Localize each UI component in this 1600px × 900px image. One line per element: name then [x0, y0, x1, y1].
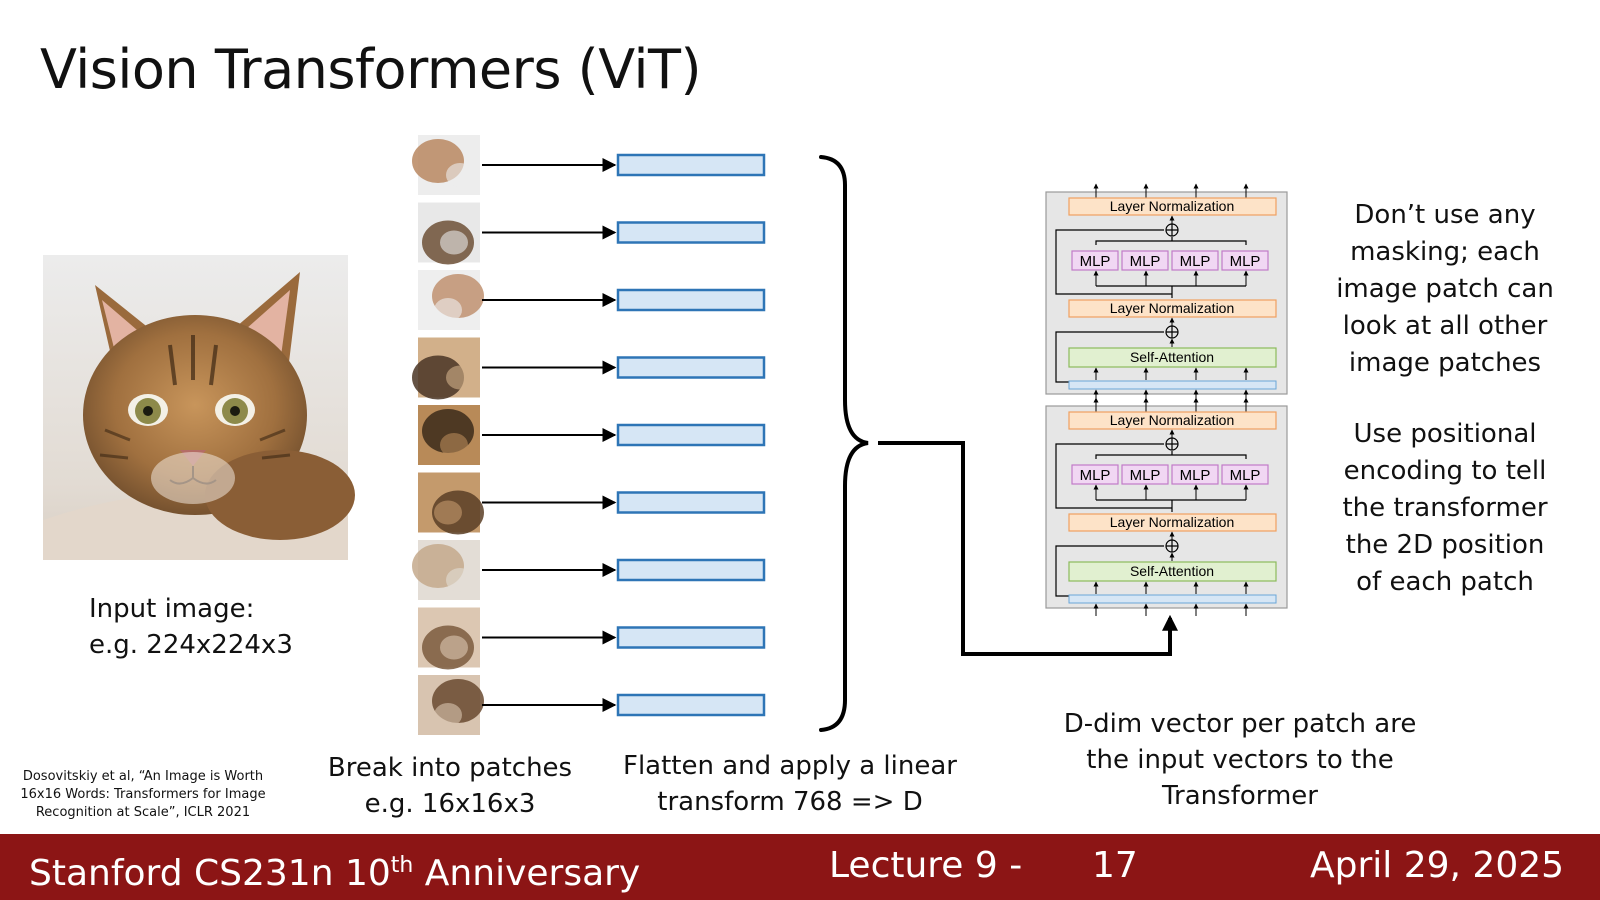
vector-caption-line: D-dim vector per patch are	[1063, 709, 1417, 739]
masking-note-line: Don’t use any	[1354, 200, 1536, 230]
slide-title: Vision Transformers (ViT)	[40, 38, 702, 101]
patch-vector	[616, 558, 766, 582]
patch-vector	[616, 693, 766, 717]
self-attention-label: Self-Attention	[1130, 349, 1214, 365]
mlp-box	[1221, 250, 1269, 271]
curly-brace	[819, 155, 869, 732]
mlp-label: MLP	[1230, 467, 1261, 484]
mlp-label: MLP	[1180, 467, 1211, 484]
mlp-box	[1221, 464, 1269, 485]
masking-note-line: masking; each	[1350, 237, 1540, 267]
image-patch	[418, 607, 480, 670]
patch-vector	[616, 491, 766, 514]
image-patch	[418, 472, 484, 535]
footer-course-rest: Anniversary	[413, 853, 641, 894]
positional-note-line: the transformer	[1342, 493, 1548, 523]
mlp-label: MLP	[1180, 253, 1211, 270]
flatten-caption-line: Flatten and apply a linear	[623, 751, 957, 781]
mlp-label: MLP	[1080, 467, 1111, 484]
vector-caption-line: the input vectors to the	[1086, 745, 1394, 775]
layer-norm-label: Layer Normalization	[1110, 514, 1235, 530]
patch-vector	[616, 356, 766, 379]
positional-note-line: Use positional	[1353, 419, 1537, 449]
citation: Dosovitskiy et al, “An Image is Worth 16…	[20, 769, 266, 820]
flatten-caption-line: transform 768 => D	[657, 787, 923, 817]
layer-norm-box	[1068, 513, 1277, 532]
masking-note-line: image patch can	[1336, 274, 1554, 304]
input-cat-image	[43, 255, 355, 560]
layer-norm-box	[1068, 411, 1277, 430]
image-patch	[418, 675, 484, 735]
self-attention-box	[1068, 561, 1277, 582]
masking-note-line: image patches	[1348, 348, 1542, 378]
layer-norm-label: Layer Normalization	[1110, 198, 1235, 214]
input-token-strip	[1068, 594, 1277, 604]
vector-caption-line: Transformer	[1161, 781, 1318, 811]
patches-caption-line: e.g. 16x16x3	[364, 789, 536, 819]
footer-course: Stanford CS231n 10th Anniversary	[29, 843, 640, 897]
input-token-strip	[1068, 380, 1277, 390]
mlp-box	[1071, 250, 1119, 271]
patch-vector	[616, 423, 766, 447]
mlp-label: MLP	[1230, 253, 1261, 270]
footer-course-sup: th	[390, 853, 414, 878]
mlp-box	[1171, 250, 1219, 271]
input-caption: Input image: e.g. 224x224x3	[89, 591, 293, 663]
patch-vectors	[482, 153, 766, 717]
masking-note: Don’t use any masking; each image patch …	[1320, 197, 1570, 382]
masking-note-line: look at all other	[1342, 311, 1548, 341]
patches-caption-line: Break into patches	[327, 753, 573, 783]
patch-vector	[616, 153, 766, 177]
patch-thumbnails	[412, 135, 484, 735]
footer-course-text: Stanford CS231n 10	[29, 853, 391, 894]
positional-note-line: the 2D position	[1345, 530, 1545, 560]
image-patch	[412, 337, 480, 400]
mlp-label: MLP	[1130, 467, 1161, 484]
vector-caption: D-dim vector per patch are the input vec…	[1050, 706, 1430, 814]
connector-arrow	[878, 441, 1178, 656]
image-patch	[418, 202, 480, 265]
patch-vector	[616, 221, 766, 244]
mlp-box	[1121, 464, 1169, 485]
image-patch	[412, 135, 480, 195]
mlp-box	[1171, 464, 1219, 485]
patches-caption: Break into patches e.g. 16x16x3	[310, 750, 590, 822]
image-patch	[418, 405, 480, 465]
layer-norm-label: Layer Normalization	[1110, 412, 1235, 428]
positional-note-line: of each patch	[1356, 567, 1534, 597]
layer-norm-box	[1068, 197, 1277, 216]
image-patch	[412, 540, 480, 600]
footer-date: April 29, 2025	[1310, 845, 1565, 886]
patch-vector	[616, 626, 766, 649]
positional-note-line: encoding to tell	[1343, 456, 1547, 486]
input-caption-line: Input image:	[89, 594, 255, 624]
footer-bar: Stanford CS231n 10th Anniversary Lecture…	[0, 834, 1600, 900]
layer-norm-box	[1068, 299, 1277, 318]
footer-lecture: Lecture 9 -	[829, 845, 1023, 886]
image-patch	[418, 270, 484, 330]
footer-page-number: 17	[1092, 845, 1138, 886]
positional-encoding-note: Use positional encoding to tell the tran…	[1320, 416, 1570, 601]
input-caption-line: e.g. 224x224x3	[89, 630, 293, 660]
patch-vector	[616, 288, 766, 312]
mlp-label: MLP	[1130, 253, 1161, 270]
self-attention-label: Self-Attention	[1130, 563, 1214, 579]
mlp-box	[1121, 250, 1169, 271]
mlp-box	[1071, 464, 1119, 485]
flatten-caption: Flatten and apply a linear transform 768…	[615, 748, 965, 820]
layer-norm-label: Layer Normalization	[1110, 300, 1235, 316]
mlp-label: MLP	[1080, 253, 1111, 270]
self-attention-box	[1068, 347, 1277, 368]
